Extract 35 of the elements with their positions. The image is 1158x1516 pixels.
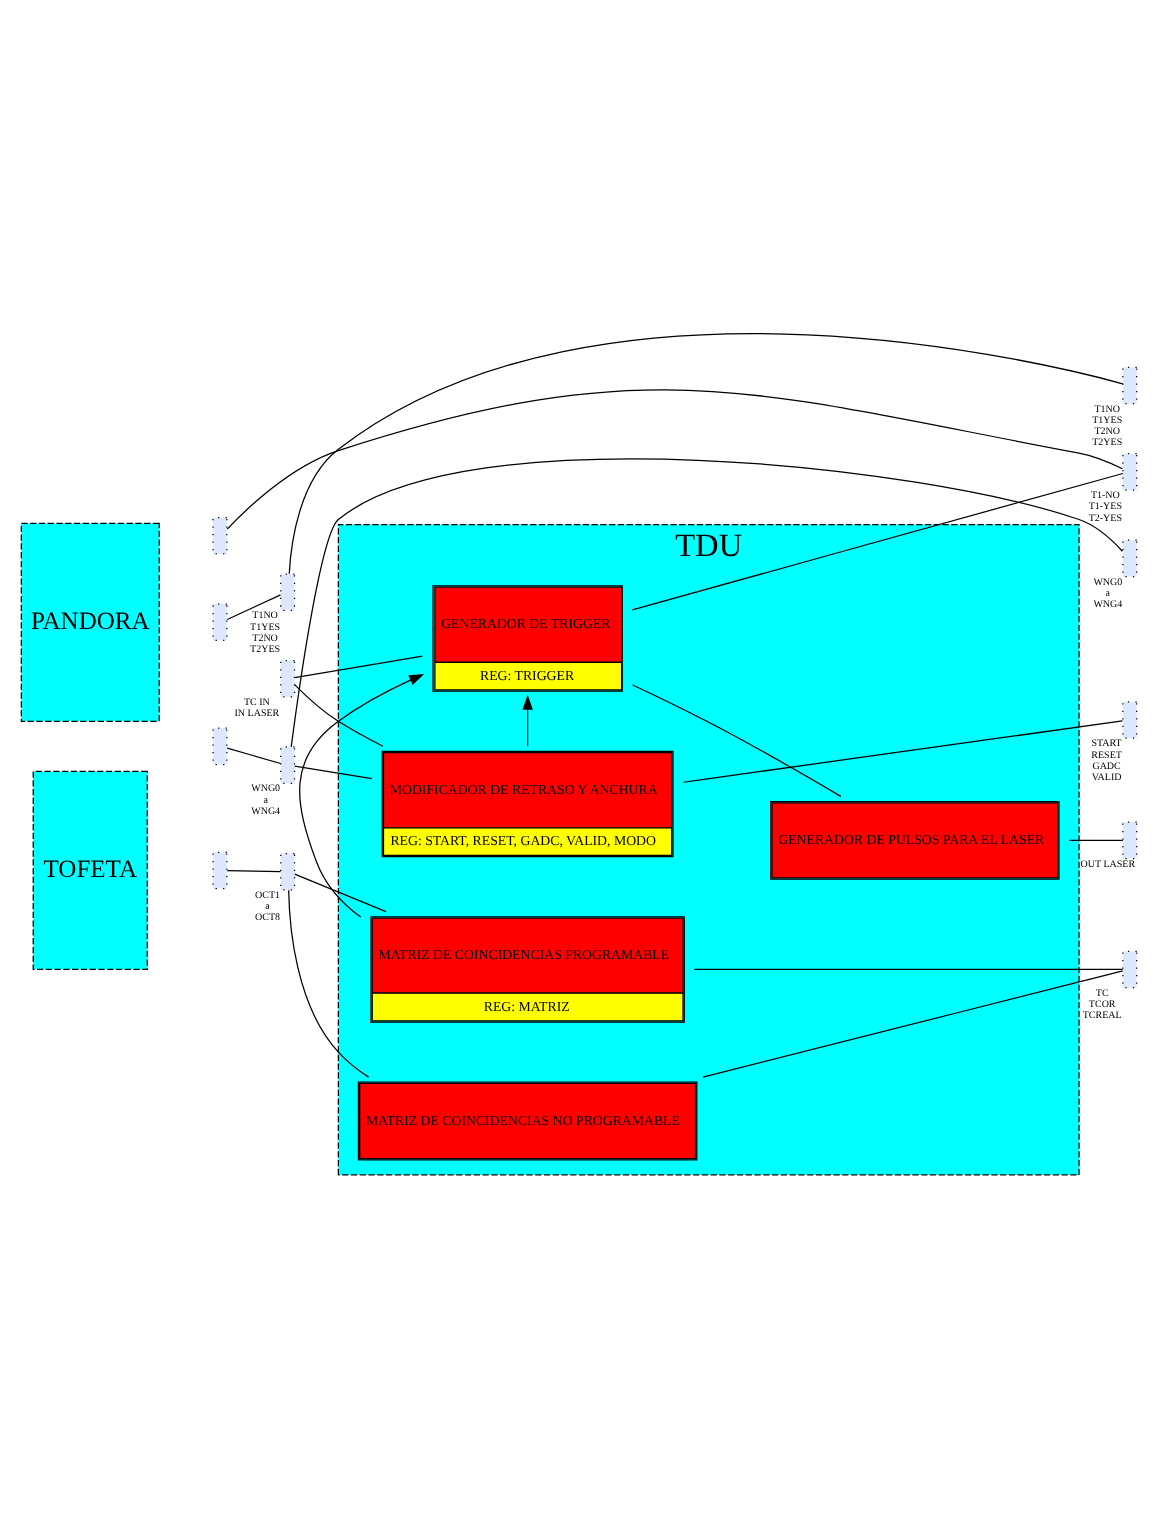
arrow [299, 673, 425, 917]
connector [682, 719, 1124, 782]
node-box [280, 572, 296, 610]
connector [631, 471, 1124, 610]
connector [226, 388, 1123, 529]
arrow [522, 693, 533, 746]
node-box [212, 602, 228, 641]
connector [226, 593, 282, 620]
node-box [1122, 949, 1138, 988]
connector [226, 746, 282, 764]
connector [226, 868, 282, 872]
node-box: PANDORA [20, 521, 160, 721]
node-box [212, 516, 228, 554]
connector [288, 888, 370, 1077]
node-box [1122, 538, 1138, 577]
connector [294, 764, 373, 779]
node-box [280, 658, 296, 697]
connector [693, 967, 1124, 970]
node-box [1122, 452, 1138, 490]
connector [294, 872, 387, 912]
node-box: TOFETA [32, 769, 148, 970]
node-box [212, 850, 228, 889]
connector [1068, 838, 1124, 840]
connector [632, 683, 842, 796]
connector [288, 332, 1124, 574]
connector [290, 457, 1123, 747]
node-box [280, 851, 296, 890]
connector [702, 969, 1124, 1077]
connector [294, 654, 424, 678]
node-box [1122, 700, 1138, 738]
node-box [1122, 820, 1138, 859]
node-box [280, 745, 296, 783]
node-box [1122, 365, 1138, 404]
node-box [212, 726, 228, 765]
connector [294, 683, 384, 746]
